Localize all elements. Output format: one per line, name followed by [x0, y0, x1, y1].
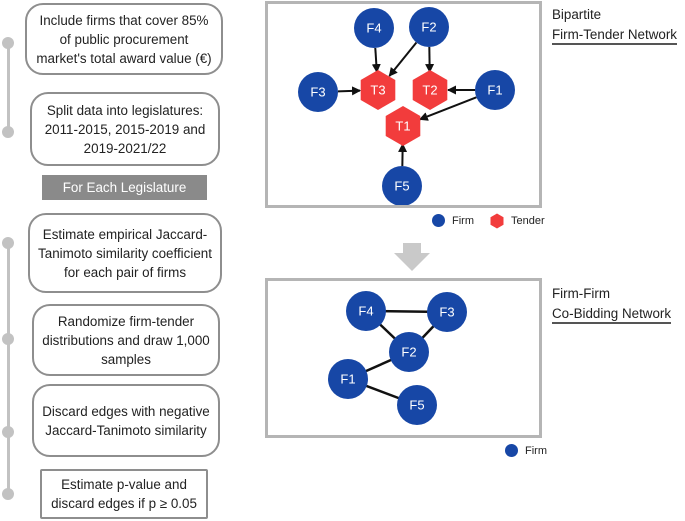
tender-node-label: T2 — [422, 83, 437, 98]
cobidding-node-f1 — [328, 359, 368, 399]
firm-node-label: F5 — [394, 179, 409, 194]
firm-node-f4 — [354, 8, 394, 48]
tender-legend-icon — [490, 213, 504, 229]
bipartite-edge-f4-t3 — [371, 47, 381, 74]
bipartite-legend-tender-label: Tender — [511, 215, 545, 227]
cobidding-node-label: F4 — [358, 304, 373, 319]
cobidding-title-line1: Firm-Firm — [552, 286, 610, 301]
pipeline-dot-6 — [2, 488, 14, 500]
pipeline-dot-5 — [2, 426, 14, 438]
cobidding-node-label: F5 — [409, 398, 424, 413]
tender-node-label: T3 — [370, 83, 385, 98]
cobidding-title: Firm-Firm Co-Bidding Network — [552, 284, 672, 324]
step-include-firms: Include firms that cover 85% of public p… — [25, 3, 223, 75]
pipeline-dot-4 — [2, 333, 14, 345]
bipartite-title-line2: Firm-Tender Network — [552, 27, 678, 45]
bipartite-edge-f1-t1 — [418, 96, 477, 121]
for-each-legislature-banner: For Each Legislature — [42, 175, 207, 200]
bipartite-edge-f3-t3 — [337, 86, 362, 96]
cobidding-node-f4 — [346, 291, 386, 331]
tender-node-t1 — [385, 106, 421, 146]
firm-node-f1 — [475, 70, 515, 110]
cobidding-legend-firm: Firm — [505, 444, 547, 457]
bipartite-title: Bipartite Firm-Tender Network — [552, 5, 678, 45]
step-discard-negative: Discard edges with negative Jaccard-Tani… — [32, 384, 220, 457]
pipeline-rail-top — [7, 42, 10, 132]
firm-node-label: F3 — [310, 85, 325, 100]
step-pvalue: Estimate p-value and discard edges if p … — [40, 469, 208, 519]
bipartite-legend-firm-label: Firm — [452, 214, 474, 227]
pipeline-dot-2 — [2, 126, 14, 138]
step-randomize: Randomize firm-tender distributions and … — [32, 304, 220, 376]
bipartite-legend-firm: Firm — [432, 214, 474, 227]
step-estimate-jaccard: Estimate empirical Jaccard-Tanimoto simi… — [28, 213, 222, 293]
tender-node-t2 — [412, 70, 448, 110]
step-split-legislatures: Split data into legislatures: 2011-2015,… — [30, 92, 220, 166]
pipeline-rail-bottom — [7, 242, 10, 495]
pipeline-dot-1 — [2, 37, 14, 49]
firm-node-f5 — [382, 166, 422, 205]
firm-node-label: F1 — [487, 83, 502, 98]
cobidding-node-label: F3 — [439, 305, 454, 320]
firm-node-f2 — [409, 7, 449, 47]
firm-node-label: F2 — [421, 20, 436, 35]
firm-node-label: F4 — [366, 21, 381, 36]
bipartite-edge-f2-t3 — [388, 41, 418, 77]
firm-legend-icon — [432, 214, 445, 227]
firm-node-f3 — [298, 72, 338, 112]
cobidding-title-line2: Co-Bidding Network — [552, 306, 672, 324]
bipartite-title-line1: Bipartite — [552, 7, 602, 22]
pipeline-dot-3 — [2, 237, 14, 249]
cobidding-node-f3 — [427, 292, 467, 332]
cobidding-node-label: F2 — [401, 345, 416, 360]
cobidding-legend-firm-label: Firm — [525, 444, 547, 457]
tender-node-label: T1 — [395, 119, 410, 134]
cobidding-node-label: F1 — [340, 372, 355, 387]
cobidding-node-f5 — [397, 385, 437, 425]
firm-legend-icon — [505, 444, 518, 457]
cobidding-node-f2 — [389, 332, 429, 372]
transform-down-arrow — [394, 243, 430, 271]
bipartite-legend-tender: Tender — [489, 213, 545, 229]
tender-node-t3 — [360, 70, 396, 110]
